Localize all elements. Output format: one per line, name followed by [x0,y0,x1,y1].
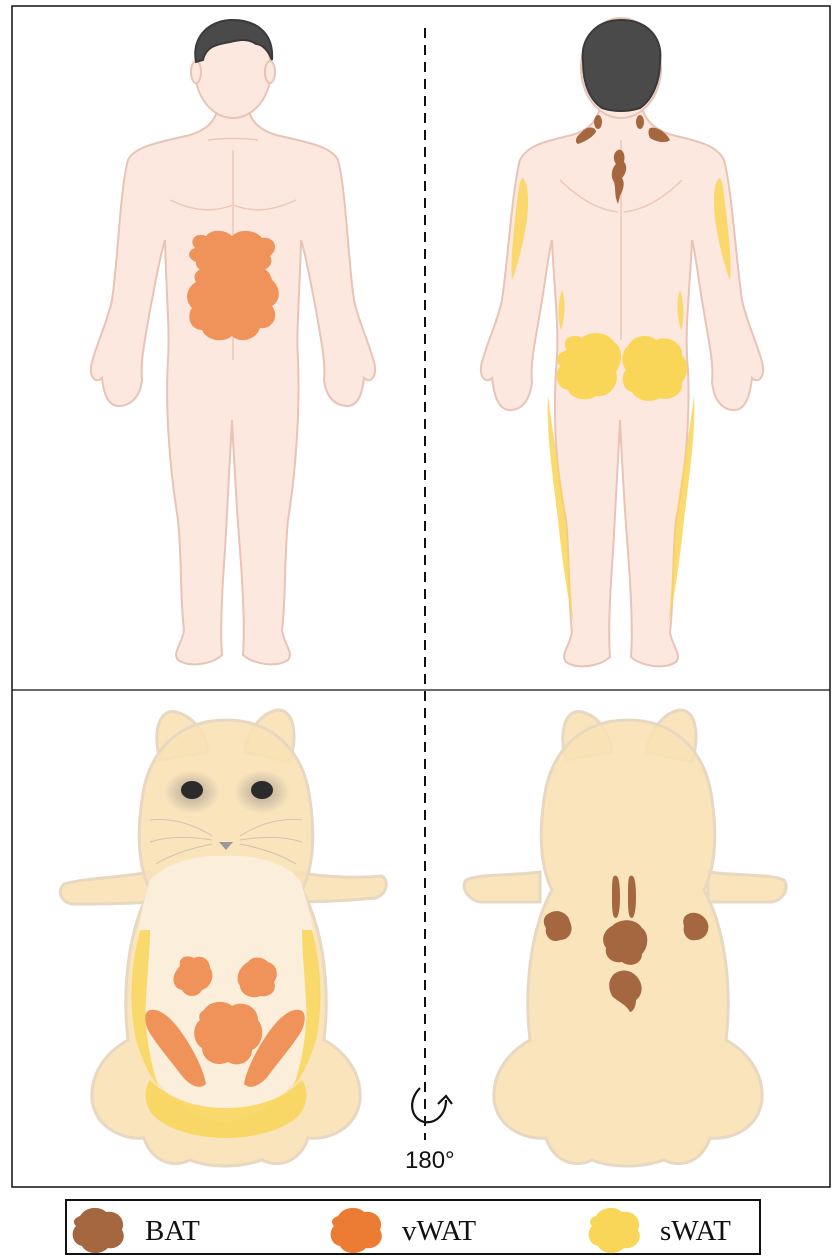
human-vwat-deposit [187,231,279,341]
rotation-indicator: 180° [405,1088,455,1174]
legend-label-vwat: vWAT [402,1215,476,1247]
hamster-dorsal-arm-right [708,872,786,902]
human-front-ear-left [191,61,201,83]
rotate-arrow-icon [412,1088,452,1122]
human-back-hair [583,20,661,111]
legend-item-swat: sWAT [589,1208,732,1253]
legend: BAT vWAT sWAT [66,1200,760,1254]
hamster-dorsal-figure [464,710,786,1166]
hamster-dorsal-arm-left [464,872,540,902]
legend-label-bat: BAT [145,1215,200,1247]
rotation-label: 180° [405,1147,455,1174]
human-front-ear-right [265,61,275,83]
human-front-figure [91,20,375,664]
hamster-eye-right [251,781,273,799]
legend-item-vwat: vWAT [331,1208,477,1253]
hamster-ventral-belly [133,856,318,1122]
hamster-ventral-figure [60,710,386,1166]
hamster-ventral-arm-left [60,872,150,904]
hamster-eye-left [181,781,203,799]
human-back-figure [481,18,763,666]
legend-label-swat: sWAT [660,1215,731,1247]
hamster-ventral-arm-right [296,872,386,902]
